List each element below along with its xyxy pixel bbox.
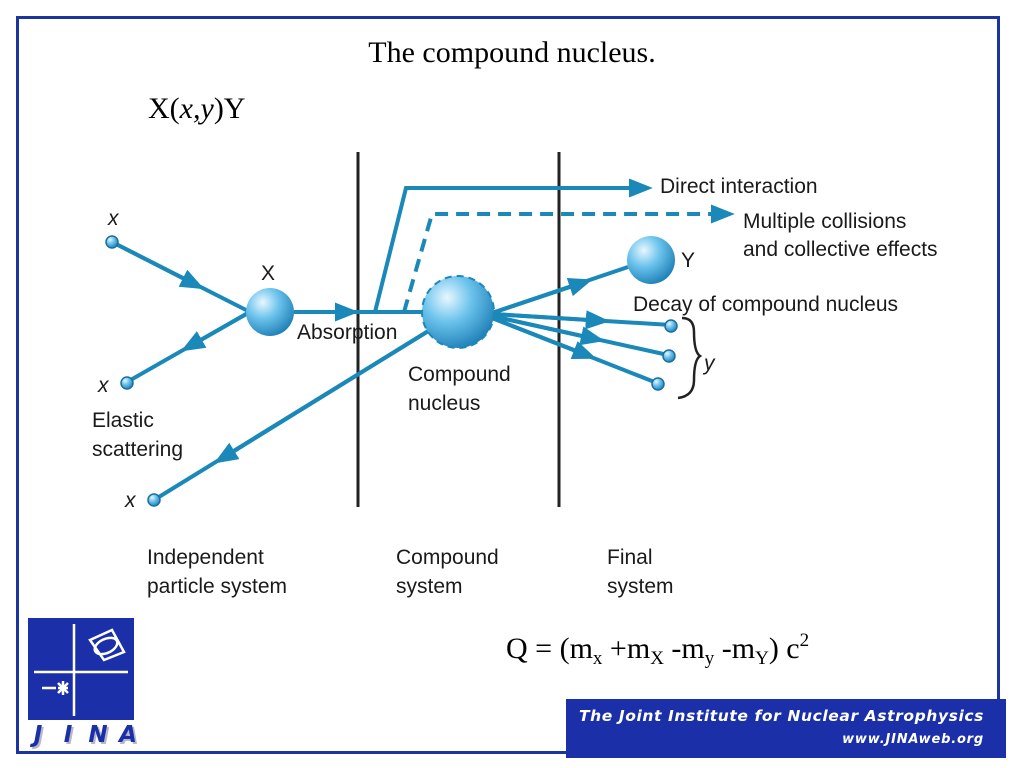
incoming-arrow (111, 240, 205, 290)
label-multiple-2: and collective effects (743, 238, 938, 261)
slide-frame (16, 16, 1000, 754)
compound-nucleus (421, 275, 495, 349)
y-particle-3 (651, 377, 665, 391)
region-compound-2: system (396, 575, 463, 598)
jina-logo-letters: J I N A (26, 722, 144, 748)
reaction-notation: X(x,y)Y (148, 92, 246, 125)
elastic-x-particle (120, 376, 134, 390)
decay-y2-arrow (491, 314, 605, 346)
y-particle-2 (662, 349, 676, 363)
jina-logo-icon (34, 624, 128, 716)
label-multiple-1: Multiple collisions (743, 210, 906, 233)
logo-letter-i: I (63, 722, 73, 748)
elastic-arrow (180, 311, 249, 352)
decay-y3-arrow (491, 316, 597, 359)
emitted-x-particle (147, 493, 161, 507)
logo-letter-a: A (119, 722, 137, 748)
residual-nucleus-y (627, 236, 675, 284)
region-compound-1: Compound (396, 546, 499, 569)
label-direct-interaction: Direct interaction (660, 175, 818, 198)
q-value-equation: Q = (mx +mX -my -mY) c2 (506, 630, 810, 669)
label-absorption: Absorption (297, 321, 397, 344)
label-elastic-1: Elastic (92, 409, 154, 432)
logo-letter-n: N (88, 722, 108, 748)
target-nucleus-x (246, 288, 294, 336)
y-brace (677, 316, 703, 400)
slide-title: The compound nucleus. (368, 36, 656, 69)
label-compound-2: nucleus (408, 392, 480, 415)
emission-arrow (213, 328, 432, 464)
y-particle-1 (664, 319, 678, 333)
label-elastic-2: scattering (92, 438, 183, 461)
label-y-particles: y (702, 352, 716, 375)
label-residual-y: Y (681, 249, 695, 272)
multiple-collisions-arrow (402, 204, 735, 313)
incoming-x-particle (105, 235, 119, 249)
region-final-1: Final (607, 546, 653, 569)
label-target-x: X (261, 262, 275, 285)
jina-logo (28, 618, 134, 720)
region-independent-1: Independent (147, 546, 264, 569)
logo-letter-j: J (33, 722, 43, 748)
footer-banner: The Joint Institute for Nuclear Astrophy… (566, 699, 1006, 758)
decay-y1-arrow (491, 310, 610, 330)
label-compound-1: Compound (408, 363, 511, 386)
region-final-2: system (607, 575, 674, 598)
decay-y-arrow (491, 277, 593, 315)
label-decay: Decay of compound nucleus (633, 293, 898, 316)
label-x-incoming: x (107, 207, 120, 230)
region-independent-2: particle system (147, 575, 287, 598)
label-x-elastic: x (97, 374, 110, 397)
direct-interaction-arrow (373, 178, 653, 313)
label-x-emitted: x (124, 489, 137, 512)
footer-institute-name: The Joint Institute for Nuclear Astrophy… (578, 707, 984, 725)
footer-url[interactable]: www.JINAweb.org (842, 732, 984, 747)
